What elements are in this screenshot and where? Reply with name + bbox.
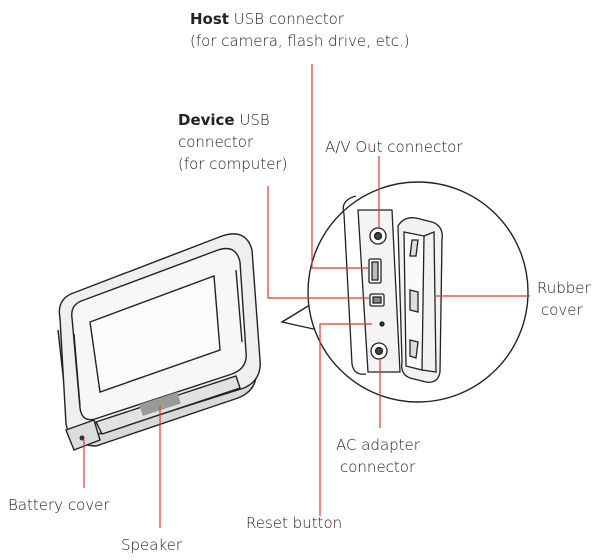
leader-device-usb xyxy=(267,186,370,299)
device-body xyxy=(57,233,261,451)
label-reset-button: Reset button xyxy=(246,514,343,532)
label-ac-adapter-line2: connector xyxy=(340,458,416,476)
rubber-cover xyxy=(397,217,443,383)
label-rubber-cover-line2: cover xyxy=(541,301,583,319)
battery-cover-screw xyxy=(79,435,85,441)
label-device-usb-line2: connector xyxy=(178,133,254,151)
label-device-usb-rest: USB xyxy=(234,111,270,129)
label-host-usb-note: (for camera, flash drive, etc.) xyxy=(190,32,410,50)
label-host-usb-bold: Host xyxy=(190,10,229,28)
label-speaker: Speaker xyxy=(121,536,183,554)
label-device-usb-note: (for computer) xyxy=(178,155,288,173)
label-av-out: A/V Out connector xyxy=(325,138,463,156)
speaker-grill xyxy=(139,392,181,416)
connector-panel xyxy=(342,195,401,375)
label-ac-adapter-line1: AC adapter xyxy=(336,436,420,454)
leader-lines xyxy=(83,64,530,528)
label-battery-cover: Battery cover xyxy=(8,496,110,514)
label-host-usb: Host USB connector xyxy=(190,10,344,29)
label-device-usb-bold: Device xyxy=(178,111,235,129)
leader-host-usb xyxy=(311,64,369,269)
leader-reset xyxy=(319,323,372,516)
label-device-usb: Device USB xyxy=(178,111,270,130)
label-rubber-cover-line1: Rubber xyxy=(537,279,591,297)
label-host-usb-rest: USB connector xyxy=(228,10,344,28)
